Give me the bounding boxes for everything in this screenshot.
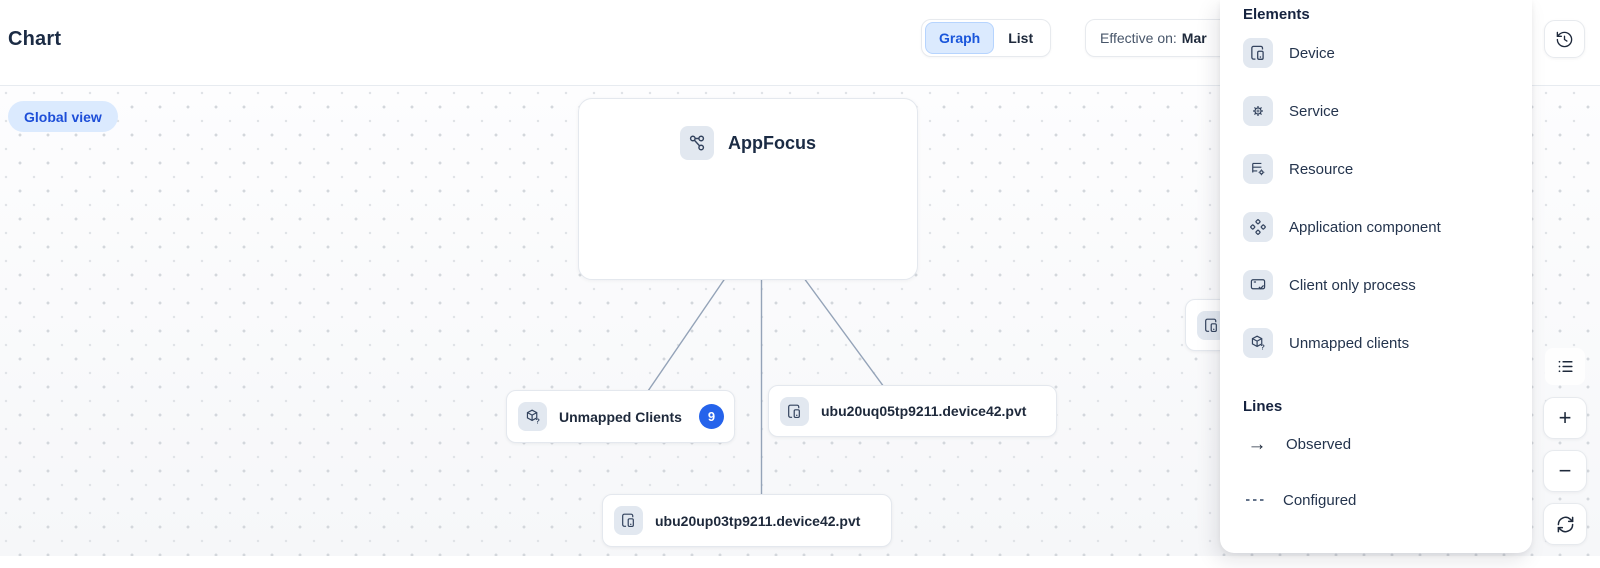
legend-item-label: Service	[1289, 102, 1340, 120]
effective-on-value: Mar	[1181, 30, 1207, 46]
service-icon	[1243, 96, 1273, 126]
tab-list[interactable]: List	[1008, 30, 1034, 46]
svg-text:?: ?	[535, 417, 539, 425]
legend-item-label: Resource	[1289, 160, 1354, 178]
canvas-bottom-strip	[0, 556, 1600, 568]
refresh-layout-button[interactable]	[1543, 503, 1587, 545]
device-icon	[780, 396, 809, 426]
legend-line-configured: Configured	[1220, 472, 1532, 528]
zoom-in-button[interactable]: +	[1543, 397, 1587, 439]
legend-line-label: Observed	[1286, 435, 1352, 453]
legend-line-label: Configured	[1283, 491, 1357, 509]
app-group-label: AppFocus	[728, 132, 816, 153]
app-group-header: AppFocus	[579, 126, 917, 160]
legend-item-label: Client only process	[1289, 276, 1416, 294]
node-unmapped-clients[interactable]: ? Unmapped Clients 9	[506, 390, 735, 443]
page-title: Chart	[8, 28, 62, 50]
legend-item-client-only-process: Client only process	[1220, 256, 1532, 314]
global-view-badge: Global view	[8, 101, 118, 132]
legend-item-application-component: Application component	[1220, 198, 1532, 256]
legend-item-label: Unmapped clients	[1289, 334, 1410, 352]
legend-line-observed: → Observed	[1220, 416, 1532, 472]
effective-on-label: Effective on:	[1100, 30, 1177, 46]
refresh-icon	[1556, 515, 1575, 534]
unmapped-clients-icon: ?	[1243, 328, 1273, 358]
zoom-out-button[interactable]: −	[1543, 450, 1587, 492]
node-label: ubu20uq05tp9211.device42.pvt	[821, 403, 1027, 419]
client-only-process-icon	[1243, 270, 1273, 300]
legend-item-resource: Resource	[1220, 140, 1532, 198]
plus-icon: +	[1558, 405, 1572, 430]
tab-graph[interactable]: Graph	[925, 22, 995, 54]
view-toggle: Graph List	[921, 19, 1052, 57]
list-icon	[1556, 357, 1575, 376]
application-component-icon	[1243, 212, 1273, 242]
resource-icon	[1243, 154, 1273, 184]
history-button[interactable]	[1544, 20, 1585, 58]
node-device-uq05[interactable]: ubu20uq05tp9211.device42.pvt	[768, 385, 1057, 437]
legend-item-service: Service	[1220, 82, 1532, 140]
observed-arrow-icon: →	[1247, 433, 1267, 455]
device-icon	[1243, 38, 1273, 68]
legend-elements-title: Elements	[1243, 6, 1310, 23]
app-group-node[interactable]: AppFocus ubu20ud13tp9211.device42.pvt	[578, 98, 1468, 351]
legend-item-unmapped-clients: ? Unmapped clients	[1220, 314, 1532, 372]
legend-item-label: Application component	[1289, 218, 1441, 236]
configured-dash-icon	[1246, 499, 1265, 501]
history-icon	[1555, 30, 1574, 49]
node-label: Unmapped Clients	[559, 408, 682, 425]
legend-item-device: Device	[1220, 24, 1532, 82]
unmapped-clients-icon: ?	[518, 402, 547, 431]
device-icon	[614, 506, 643, 535]
node-label: ubu20up03tp9211.device42.pvt	[655, 512, 861, 529]
legend-panel: Elements Device Service	[1220, 0, 1532, 553]
node-device-up03[interactable]: ubu20up03tp9211.device42.pvt	[602, 494, 892, 547]
application-icon	[680, 126, 714, 160]
svg-text:?: ?	[1261, 343, 1265, 351]
minus-icon: −	[1558, 458, 1572, 483]
unmapped-count-badge: 9	[699, 404, 724, 429]
legend-toggle-button[interactable]	[1545, 348, 1585, 385]
legend-item-label: Device	[1289, 44, 1335, 62]
legend-lines-title: Lines	[1243, 398, 1283, 415]
